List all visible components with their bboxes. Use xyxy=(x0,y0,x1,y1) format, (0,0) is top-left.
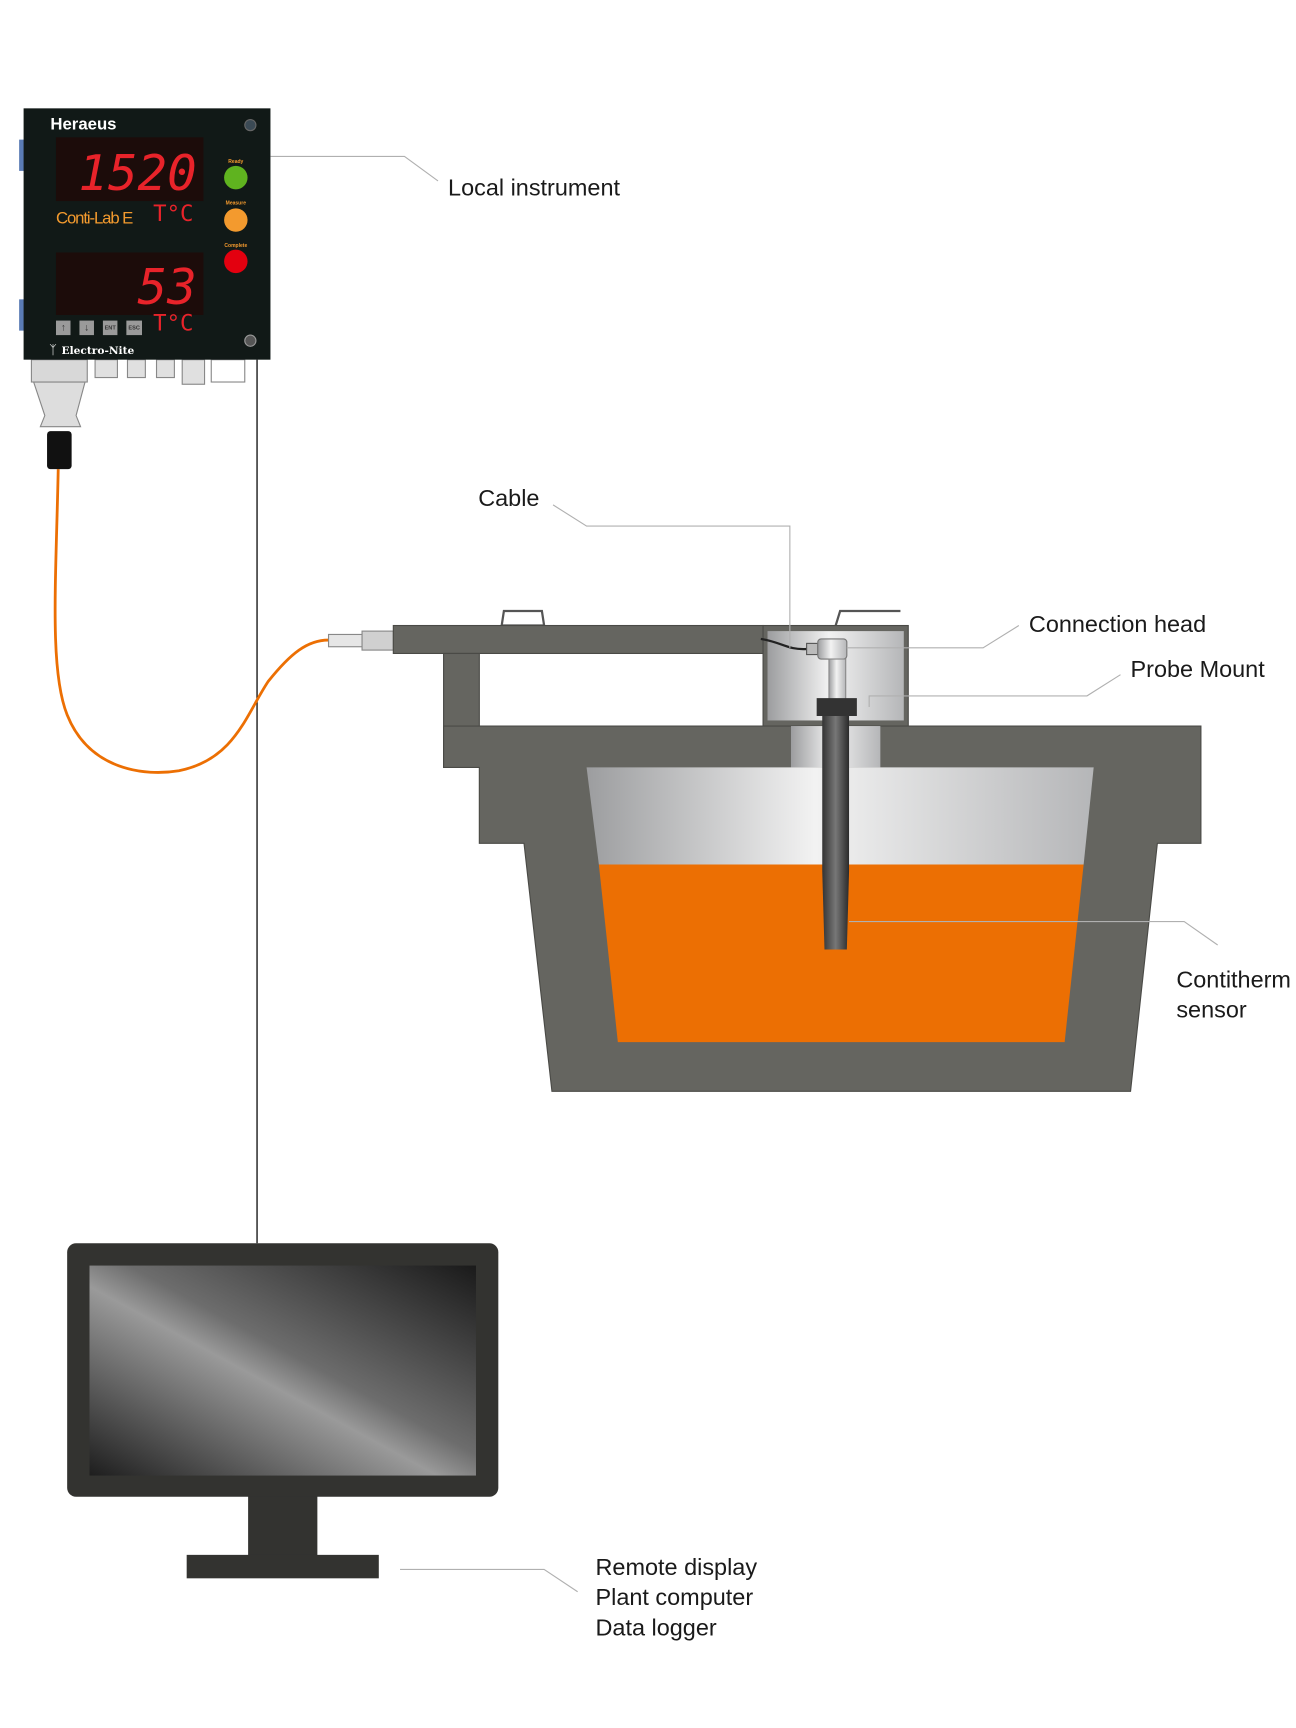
plug xyxy=(47,431,72,470)
handles xyxy=(500,609,901,627)
temperature-reading: 1520 xyxy=(78,144,196,202)
label-probe-mount: Probe Mount xyxy=(1131,656,1266,682)
escape-button-label: ESC xyxy=(128,326,139,332)
unit-top: T°C xyxy=(153,201,193,227)
remote-display xyxy=(67,1243,499,1579)
label-remote-display: Remote display xyxy=(596,1554,758,1580)
display-bottom xyxy=(55,252,204,315)
rear-connectors xyxy=(94,359,246,385)
monitor-screen xyxy=(89,1265,476,1476)
measure-led xyxy=(224,208,248,232)
display-top xyxy=(55,137,204,202)
contitherm-sensor xyxy=(822,715,850,950)
unit-bottom: T°C xyxy=(153,311,193,337)
label-sensor-line1: Contitherm xyxy=(1176,966,1291,992)
down-arrow-icon: ↓ xyxy=(84,323,89,334)
ready-led xyxy=(224,165,248,190)
furnace xyxy=(327,609,1202,1092)
screw-icon xyxy=(244,118,257,132)
led-label-measure: Measure xyxy=(226,200,247,206)
compensating-cable xyxy=(53,469,329,774)
maker-logo: Electro-Nite xyxy=(62,344,135,357)
label-local-instrument: Local instrument xyxy=(448,174,620,200)
enter-button[interactable] xyxy=(102,320,118,336)
cable-connector xyxy=(327,633,363,648)
internal-cable xyxy=(760,637,807,651)
model-name: Conti-Lab E xyxy=(56,208,133,227)
label-connection-head: Connection head xyxy=(1029,611,1206,637)
up-button[interactable] xyxy=(55,320,71,336)
local-instrument: Heraeus 1520 Conti-Lab E T°C 53 T°C ↑ ↓ … xyxy=(19,108,271,470)
maker-figure-icon: ᛉ xyxy=(49,343,56,357)
mount-tab xyxy=(19,299,25,331)
support-arm xyxy=(392,624,764,655)
led-label-complete: Complete xyxy=(224,243,247,249)
secondary-reading: 53 xyxy=(138,258,197,316)
label-plant-computer: Plant computer xyxy=(596,1584,754,1610)
up-arrow-icon: ↑ xyxy=(61,323,66,334)
complete-led xyxy=(224,249,248,274)
label-data-logger: Data logger xyxy=(596,1614,717,1640)
connection-head xyxy=(817,638,848,660)
brand-logo: Heraeus xyxy=(50,115,116,134)
mount-tab xyxy=(19,139,25,171)
label-sensor-line2: sensor xyxy=(1176,997,1247,1023)
escape-button[interactable] xyxy=(126,320,142,336)
enter-button-label: ENT xyxy=(105,326,117,332)
label-cable: Cable xyxy=(478,485,539,511)
connector-socket xyxy=(32,381,86,428)
led-label-ready: Ready xyxy=(228,159,243,165)
down-button[interactable] xyxy=(79,320,94,336)
molten-metal xyxy=(598,864,1084,1043)
screw-icon xyxy=(244,334,257,347)
